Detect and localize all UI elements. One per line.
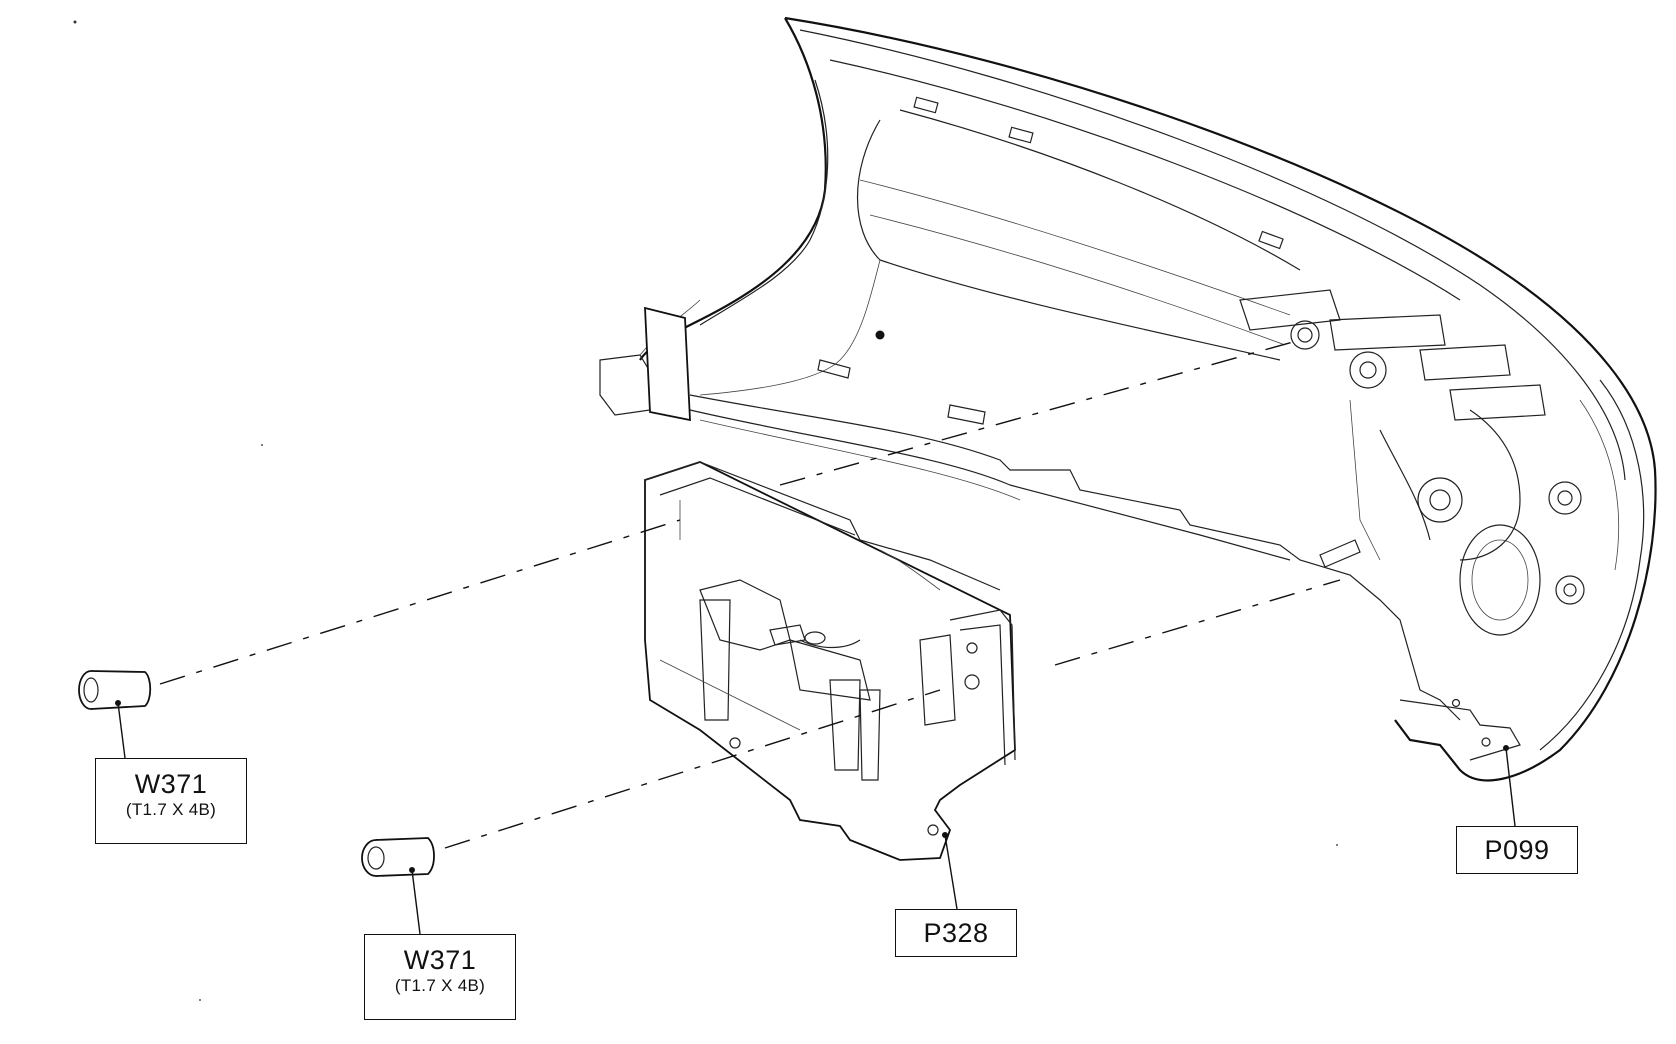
part-label-w371-left: W371 (T1.7 X 4B) [95,758,247,844]
screw-w371-a [78,670,152,710]
part-label-w371-bottom: W371 (T1.7 X 4B) [364,934,516,1020]
screw-w371-b [361,837,435,877]
part-code: P328 [923,918,989,948]
part-spec: (T1.7 X 4B) [394,976,486,995]
case-housing-p099 [599,16,1657,782]
leader-lines [115,700,1516,935]
part-spec: (T1.7 X 4B) [125,800,217,819]
bracket-p328 [644,306,1016,861]
part-code: W371 [403,945,477,975]
part-label-p328: P328 [895,909,1017,957]
part-code: P099 [1484,835,1550,865]
scan-specks [73,20,1338,1001]
part-label-p099: P099 [1456,826,1578,874]
part-code: W371 [134,769,208,799]
assembly-lines [159,339,1341,849]
